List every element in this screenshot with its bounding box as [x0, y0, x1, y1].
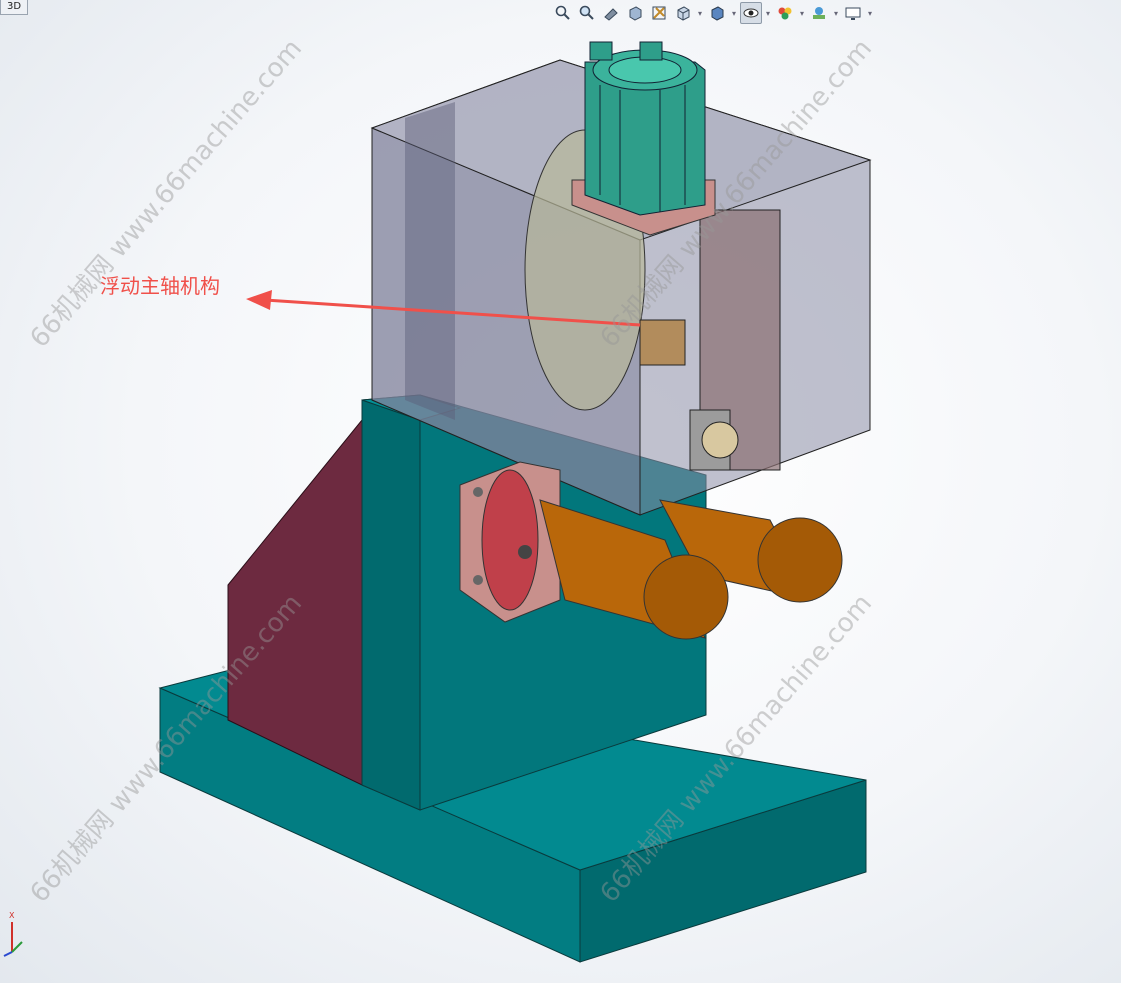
callout-arrow — [246, 290, 641, 327]
floating-spindle-callout: 浮动主轴机构 — [100, 274, 220, 298]
drive-motor-rear[interactable] — [659, 499, 843, 603]
section-view-icon[interactable] — [624, 2, 646, 24]
drive-motor-front[interactable] — [539, 499, 729, 640]
air-cylinder[interactable] — [571, 41, 716, 236]
edit-appearance-icon[interactable] — [774, 2, 796, 24]
display-style-icon[interactable] — [706, 2, 728, 24]
chevron-down-icon[interactable]: ▾ — [697, 8, 702, 18]
apply-scene-icon[interactable] — [808, 2, 830, 24]
dynamic-annotation-icon[interactable] — [648, 2, 670, 24]
zoom-to-area-icon[interactable] — [576, 2, 598, 24]
view-settings-icon[interactable] — [842, 2, 864, 24]
chevron-down-icon[interactable]: ▾ — [799, 8, 804, 18]
chevron-down-icon[interactable]: ▾ — [833, 8, 838, 18]
view-tab-3d[interactable]: 3D — [0, 0, 29, 15]
motor-flange[interactable] — [459, 461, 561, 623]
heads-up-view-toolbar: ▾ ▾ ▾ ▾ ▾ ▾ — [552, 0, 874, 26]
chevron-down-icon[interactable]: ▾ — [765, 8, 770, 18]
spindle-housing[interactable] — [370, 59, 872, 516]
chevron-down-icon[interactable]: ▾ — [731, 8, 736, 18]
chevron-down-icon[interactable]: ▾ — [867, 8, 872, 18]
previous-view-icon[interactable] — [600, 2, 622, 24]
hide-show-items-icon[interactable] — [740, 2, 762, 24]
reference-triad: X — [2, 908, 26, 962]
zoom-to-fit-icon[interactable] — [552, 2, 574, 24]
view-orientation-icon[interactable] — [672, 2, 694, 24]
triad-axis-label: X — [9, 911, 15, 920]
